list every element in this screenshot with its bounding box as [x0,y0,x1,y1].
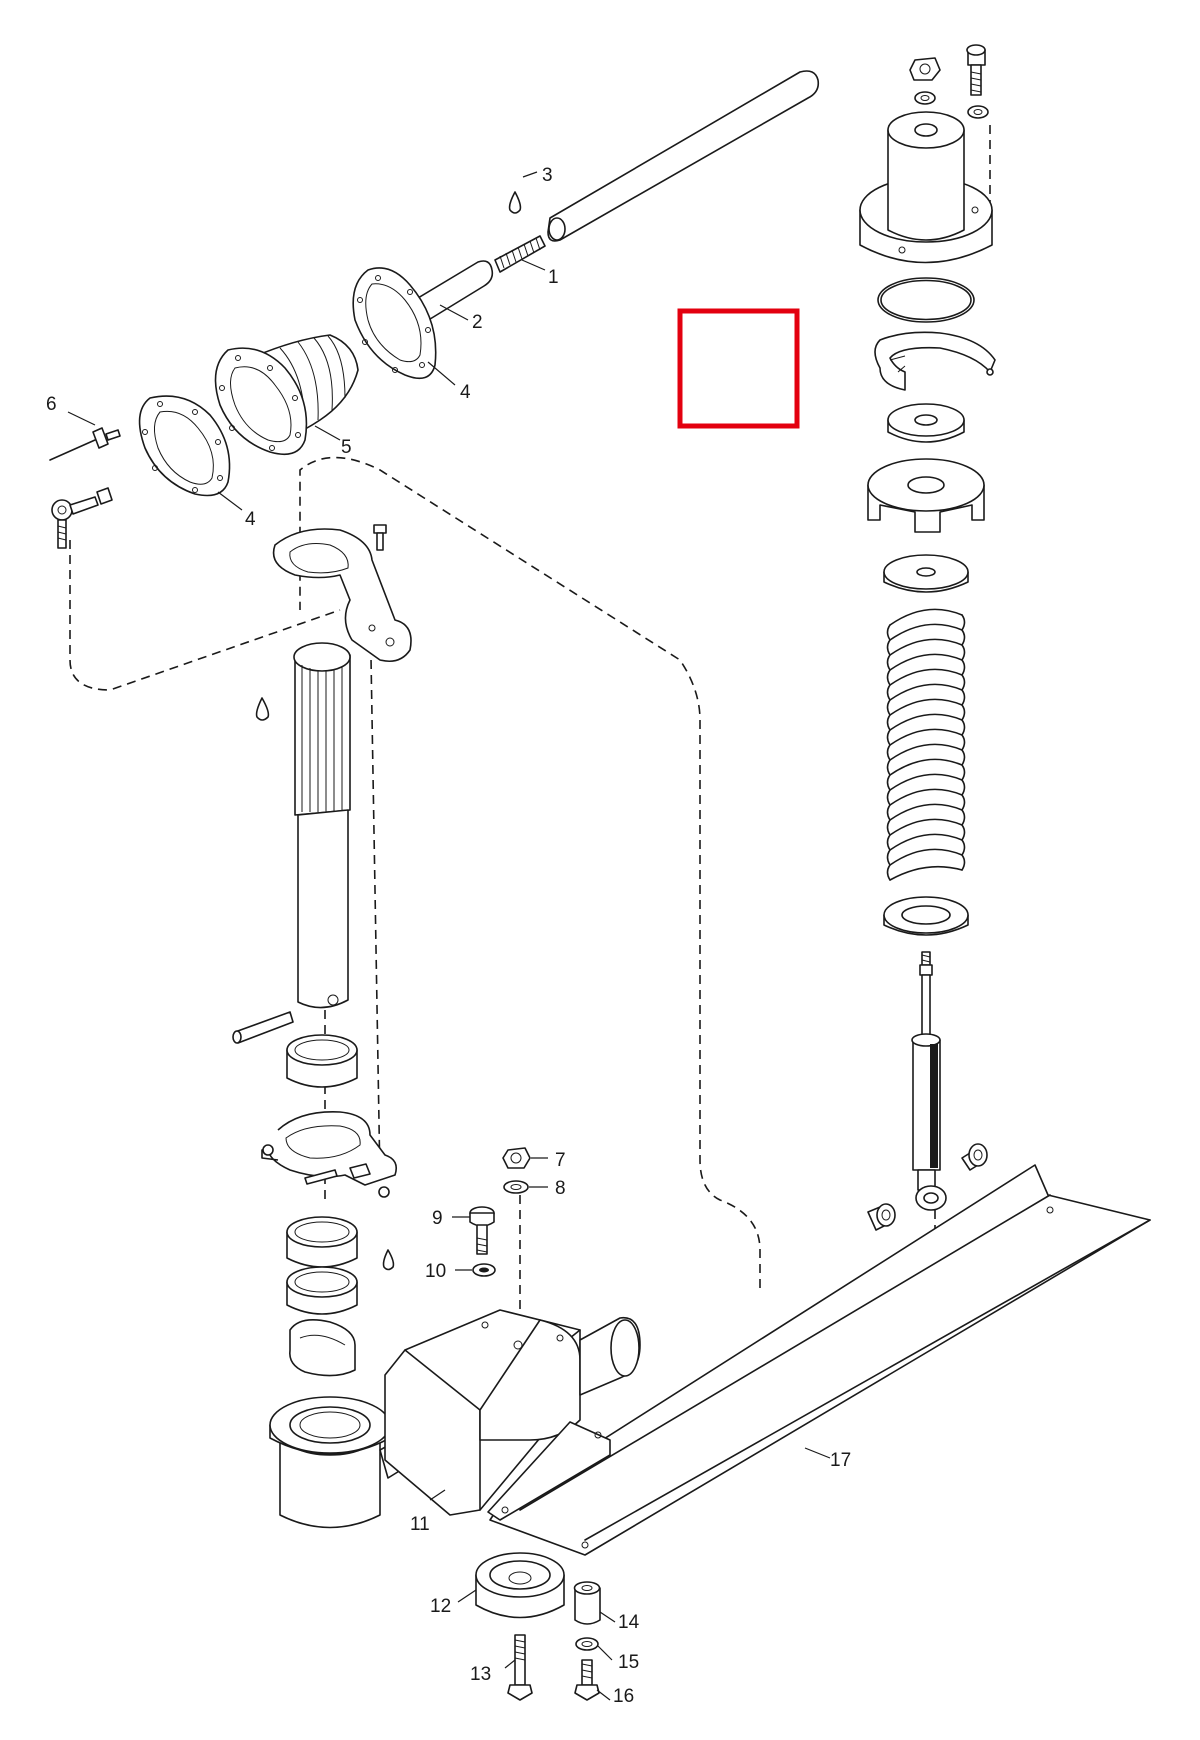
retaining-clip [874,331,996,391]
callout-11: 11 [410,1514,430,1535]
callout-9: 9 [432,1208,443,1229]
callout-14: 14 [618,1612,640,1633]
bolt-item-16 [574,1659,600,1701]
bolt-item-9 [469,1206,495,1255]
washer-item-10 [472,1263,496,1277]
bracket-clamp [272,528,412,663]
bolt-item-13 [507,1634,533,1701]
rubber-bush-right [961,1143,988,1171]
callout-4a: 4 [460,382,471,403]
callout-labels: 1 2 3 4 4 5 6 7 8 9 10 11 12 13 14 15 16… [46,165,851,1707]
rubber-bush-left [867,1203,896,1231]
threaded-rod [494,235,546,273]
callout-10: 10 [425,1261,446,1282]
callout-13: 13 [470,1664,491,1685]
bushing-ring-lower [286,1266,358,1315]
roll-pin [232,1011,294,1044]
washer-top-right [967,105,989,119]
flange-plate-lower [138,395,231,497]
highlight-box [677,308,800,429]
oil-drop-icon-bushing [382,1249,395,1271]
callout-5: 5 [341,437,352,458]
callout-1: 1 [548,267,559,288]
ball-joint-rod-end [51,487,113,549]
callout-6: 6 [46,394,57,415]
coil-spring [886,608,966,881]
oil-drop-icon-top [508,191,522,214]
flange-plate-middle [214,347,308,456]
nut-item-7 [502,1147,531,1169]
callout-7: 7 [555,1150,566,1171]
washer-item-8 [503,1180,529,1194]
spacer-item-14 [573,1581,601,1625]
callout-17: 17 [830,1450,851,1471]
pivot-housing [269,1309,641,1529]
washer-upper-spring [887,403,965,443]
leader-lines [67,171,831,1701]
callout-12: 12 [430,1596,451,1617]
channel-arm [487,1164,1151,1556]
callout-3: 3 [542,165,553,186]
grease-nipple-pin [49,427,121,461]
callout-16: 16 [613,1686,634,1707]
washer-spring-top [883,554,969,593]
flange-plate-upper [352,267,437,380]
callout-4b: 4 [245,509,256,530]
callout-8: 8 [555,1178,566,1199]
callout-2: 2 [472,312,483,333]
spring-seat-upper [867,458,985,533]
washer-item-15 [575,1637,599,1651]
spring-seat-lower [883,896,969,936]
half-bushing [288,1319,356,1377]
nut-top [909,57,941,81]
spring-mount-cup [859,111,993,264]
callout-15: 15 [618,1652,639,1673]
clamp-collar [261,1111,398,1198]
bolt-small-bracket [373,524,387,551]
shaft-rod [547,70,820,242]
bushing-ring-upper [286,1034,358,1088]
bushing-ring-middle [286,1216,358,1268]
oil-drop-icon-shaft [255,697,270,721]
o-ring [877,277,975,323]
splined-shaft [293,642,351,1009]
washer-top-left [914,91,936,105]
cap-screw-top [966,44,986,96]
rubber-mount-item-12 [475,1552,565,1619]
shock-absorber [911,951,947,1211]
